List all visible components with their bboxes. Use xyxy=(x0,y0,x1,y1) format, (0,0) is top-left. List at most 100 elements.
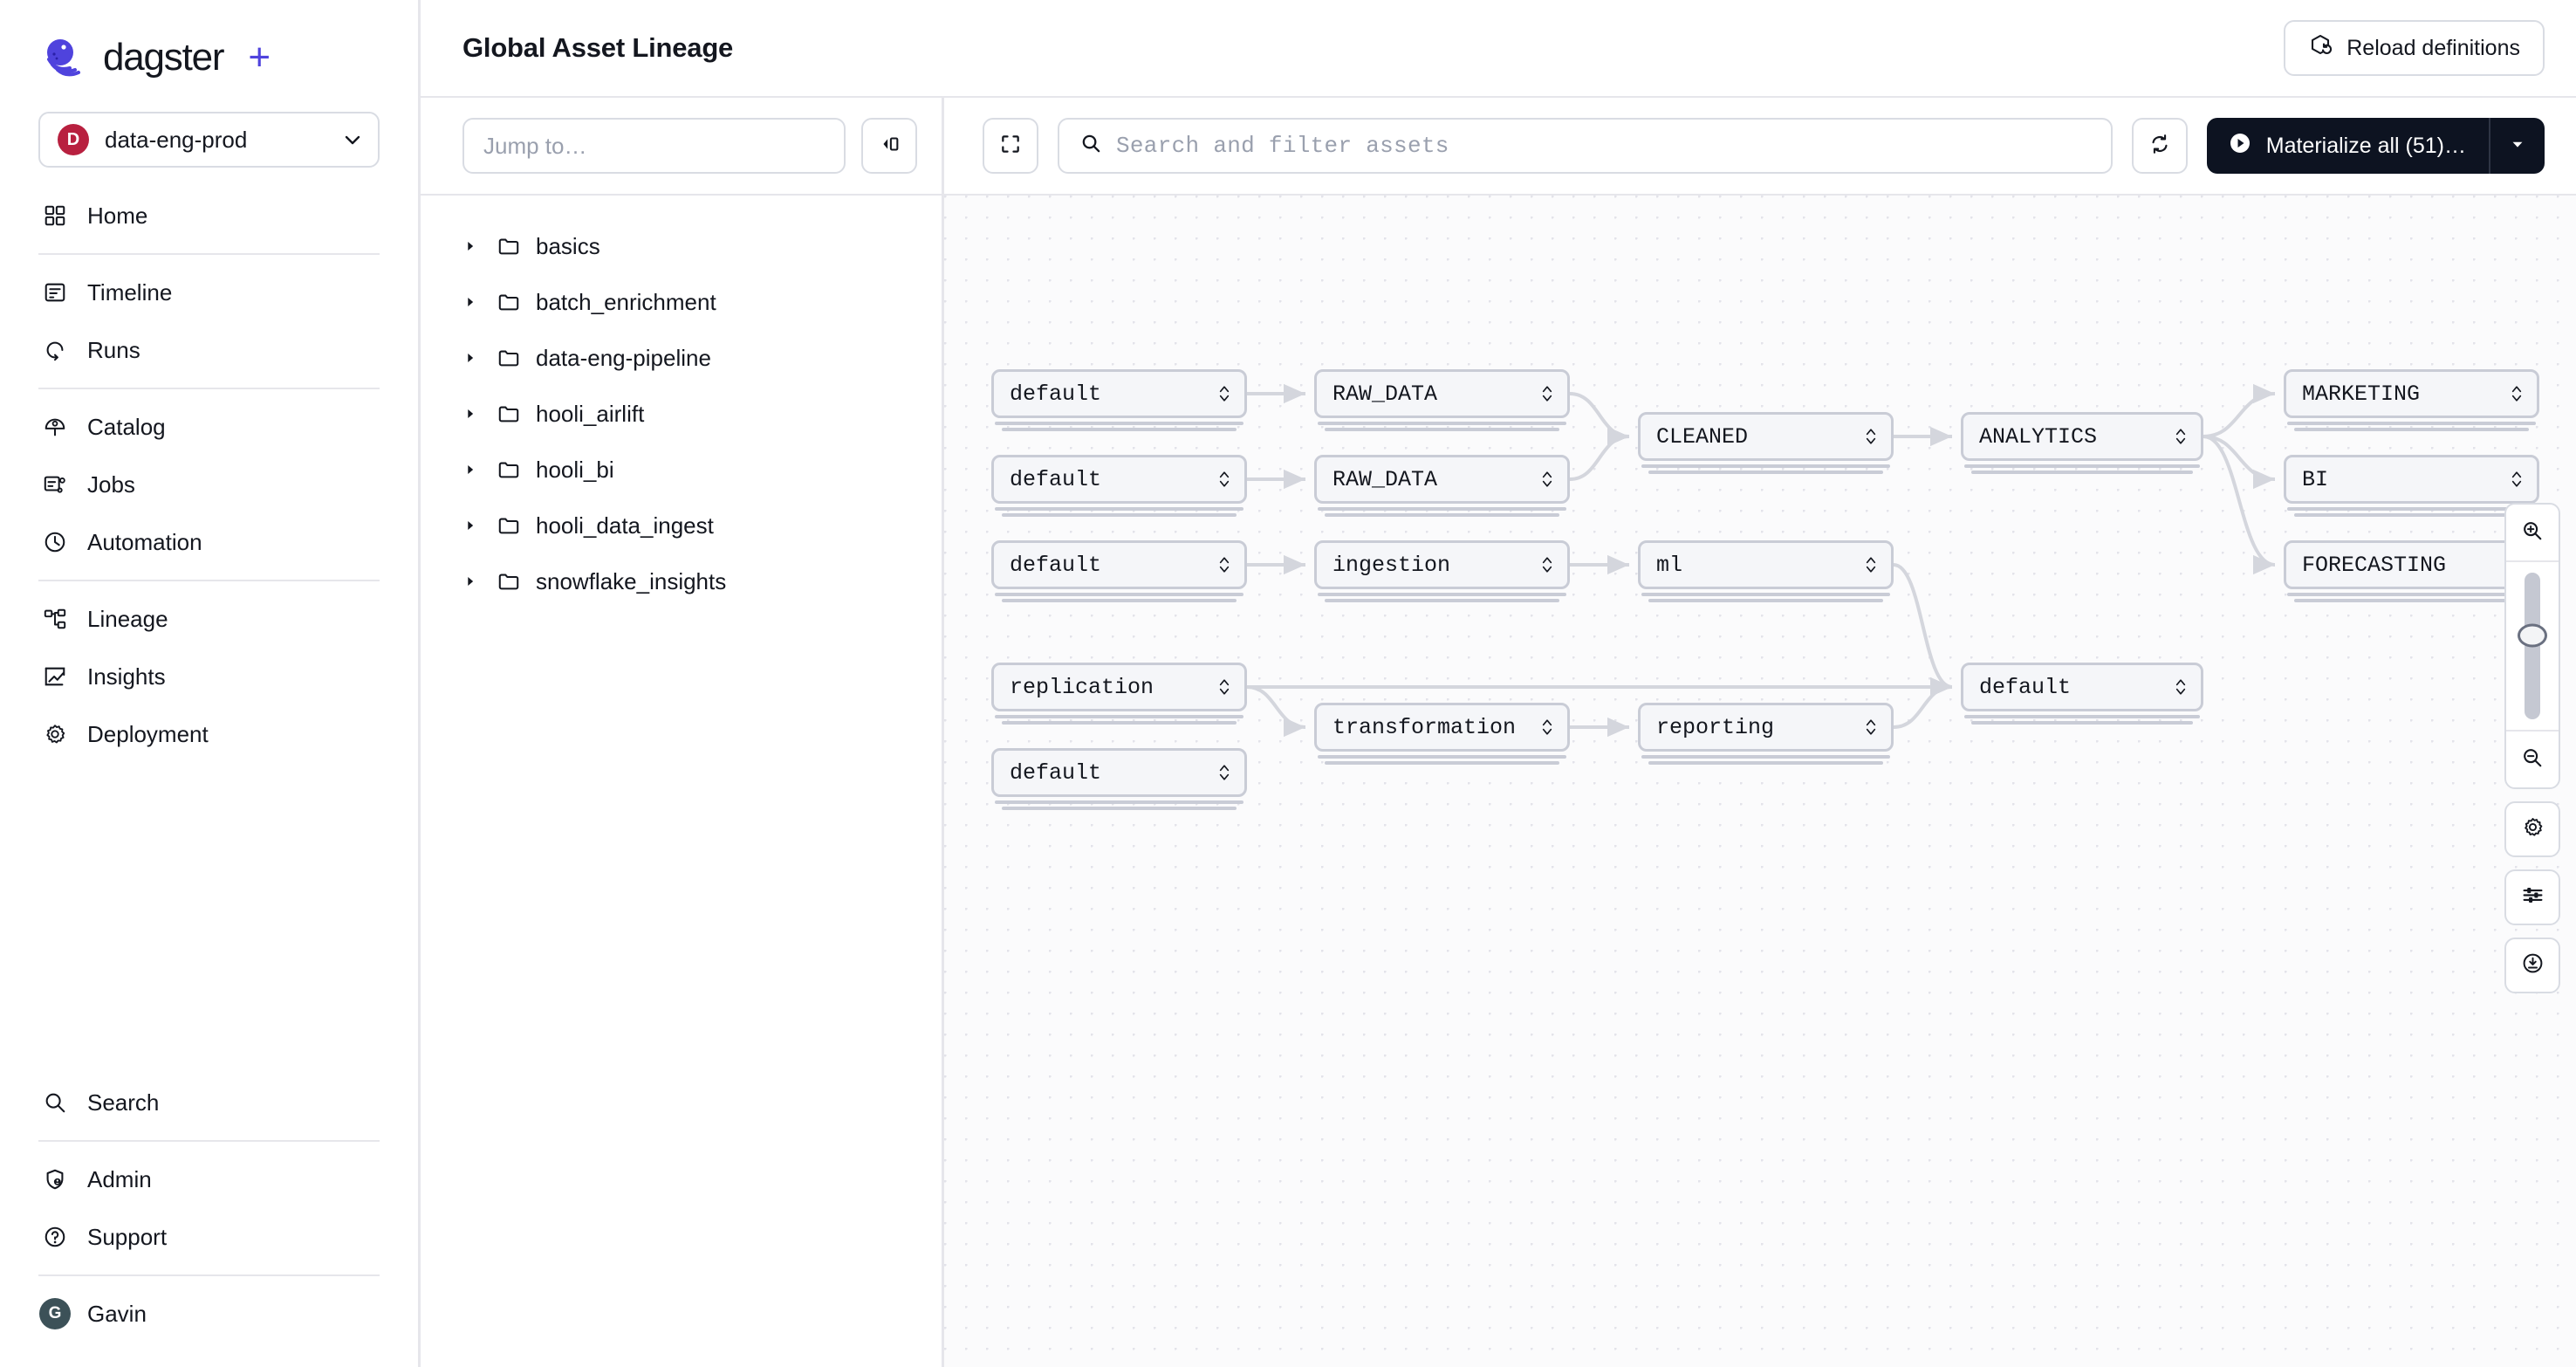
stepper-updown-icon[interactable] xyxy=(2173,425,2189,448)
sidebar-item-timeline[interactable]: Timeline xyxy=(38,264,380,321)
graph-settings-button[interactable] xyxy=(2504,801,2560,857)
caret-right-icon[interactable] xyxy=(462,574,497,589)
caret-right-icon[interactable] xyxy=(462,406,497,422)
sidebar-item-lineage[interactable]: Lineage xyxy=(38,590,380,648)
sidebar-item-support[interactable]: Support xyxy=(38,1208,380,1266)
materialize-all-main[interactable]: Materialize all (51)… xyxy=(2207,118,2490,174)
zoom-slider-thumb[interactable] xyxy=(2518,623,2547,648)
question-circle-icon xyxy=(42,1224,68,1250)
materialize-all-button[interactable]: Materialize all (51)… xyxy=(2206,118,2545,174)
sidebar-item-insights[interactable]: Insights xyxy=(38,648,380,705)
asset-group-node[interactable]: FORECASTING xyxy=(2284,540,2539,589)
asset-group-node[interactable]: ANALYTICS xyxy=(1961,412,2203,461)
zoom-slider[interactable] xyxy=(2506,562,2559,730)
graph-download-button[interactable] xyxy=(2504,938,2560,993)
list-item[interactable]: snowflake_insights xyxy=(421,553,942,609)
sidebar-item-deployment[interactable]: Deployment xyxy=(38,705,380,763)
asset-group-node[interactable]: MARKETING xyxy=(2284,369,2539,418)
list-item[interactable]: basics xyxy=(421,218,942,274)
stepper-updown-icon[interactable] xyxy=(2509,468,2525,491)
asset-group-node[interactable]: default xyxy=(991,540,1247,589)
stepper-updown-icon[interactable] xyxy=(1863,425,1879,448)
collapse-panel-button[interactable] xyxy=(861,118,917,174)
asset-group-node[interactable]: default xyxy=(1961,663,2203,711)
stepper-updown-icon[interactable] xyxy=(2509,382,2525,405)
sidebar-item-label: Home xyxy=(87,202,148,229)
reload-definitions-button[interactable]: Reload definitions xyxy=(2284,20,2545,76)
sidebar-item-runs[interactable]: Runs xyxy=(38,321,380,379)
sidebar-item-automation[interactable]: Automation xyxy=(38,513,380,571)
node-stack-line xyxy=(2287,593,2536,596)
list-item[interactable]: batch_enrichment xyxy=(421,274,942,330)
stepper-updown-icon[interactable] xyxy=(1216,553,1232,576)
asset-group-node[interactable]: default xyxy=(991,369,1247,418)
brand[interactable]: dagster + xyxy=(0,0,418,108)
refresh-button[interactable] xyxy=(2131,118,2188,174)
zoom-in-button[interactable] xyxy=(2506,505,2559,560)
sidebar-item-admin[interactable]: Admin xyxy=(38,1151,380,1208)
caret-right-icon[interactable] xyxy=(462,462,497,477)
stepper-updown-icon[interactable] xyxy=(1216,676,1232,698)
stepper-updown-icon[interactable] xyxy=(2173,676,2189,698)
graph-filters-button[interactable] xyxy=(2504,869,2560,925)
caret-right-icon[interactable] xyxy=(462,518,497,533)
sidebar-item-user[interactable]: G Gavin xyxy=(38,1285,380,1343)
jump-to-input[interactable] xyxy=(462,118,846,174)
fullscreen-button[interactable] xyxy=(983,118,1038,174)
folder-icon xyxy=(497,347,536,369)
stepper-updown-icon[interactable] xyxy=(1216,468,1232,491)
caret-right-icon[interactable] xyxy=(462,294,497,310)
materialize-dropdown-button[interactable] xyxy=(2490,118,2545,174)
asset-group-node[interactable]: RAW_DATA xyxy=(1314,369,1570,418)
nav-group-analysis: Lineage Insights Deployment xyxy=(0,590,418,763)
node-stack-line xyxy=(1002,807,1237,810)
list-item[interactable]: data-eng-pipeline xyxy=(421,330,942,386)
node-stack-line xyxy=(995,800,1243,804)
sidebar-item-home[interactable]: Home xyxy=(38,187,380,244)
list-item[interactable]: hooli_bi xyxy=(421,442,942,498)
node-stack-line xyxy=(1325,599,1559,602)
caret-right-icon[interactable] xyxy=(462,350,497,366)
node-stack-line xyxy=(1318,507,1566,511)
stepper-updown-icon[interactable] xyxy=(1539,553,1555,576)
asset-group-node-label: CLEANED xyxy=(1656,423,1749,450)
sidebar-item-label: Admin xyxy=(87,1165,152,1192)
asset-group-node[interactable]: transformation xyxy=(1314,703,1570,752)
stepper-updown-icon[interactable] xyxy=(1539,716,1555,738)
zoom-slider-group xyxy=(2504,503,2560,789)
sidebar-item-label: Support xyxy=(87,1223,168,1250)
sidebar-item-search[interactable]: Search xyxy=(38,1074,380,1131)
lineage-graph-icon xyxy=(42,606,68,632)
grid-icon xyxy=(42,203,68,229)
asset-group-node[interactable]: ml xyxy=(1638,540,1894,589)
caret-right-icon[interactable] xyxy=(462,238,497,254)
stepper-updown-icon[interactable] xyxy=(1539,382,1555,405)
asset-group-node[interactable]: default xyxy=(991,748,1247,797)
asset-search-input[interactable]: Search and filter assets xyxy=(1058,118,2113,174)
asset-group-node-label: ml xyxy=(1656,552,1683,578)
stepper-updown-icon[interactable] xyxy=(1216,761,1232,784)
catalog-umbrella-icon xyxy=(42,414,68,440)
asset-group-node[interactable]: default xyxy=(991,455,1247,504)
stepper-updown-icon[interactable] xyxy=(1863,716,1879,738)
zoom-out-button[interactable] xyxy=(2506,732,2559,787)
sidebar-item-catalog[interactable]: Catalog xyxy=(38,398,380,456)
asset-group-node-label: RAW_DATA xyxy=(1333,466,1438,492)
nav-group-primary: Home xyxy=(0,187,418,244)
asset-group-node[interactable]: BI xyxy=(2284,455,2539,504)
stepper-updown-icon[interactable] xyxy=(1863,553,1879,576)
node-stack-line xyxy=(2294,428,2529,431)
sidebar-item-jobs[interactable]: Jobs xyxy=(38,456,380,513)
asset-group-node[interactable]: ingestion xyxy=(1314,540,1570,589)
asset-group-node[interactable]: replication xyxy=(991,663,1247,711)
stepper-updown-icon[interactable] xyxy=(1216,382,1232,405)
list-item[interactable]: hooli_data_ingest xyxy=(421,498,942,553)
stepper-updown-icon[interactable] xyxy=(1539,468,1555,491)
asset-group-node[interactable]: CLEANED xyxy=(1638,412,1894,461)
deployment-picker[interactable]: D data-eng-prod xyxy=(38,112,380,168)
list-item[interactable]: hooli_airlift xyxy=(421,386,942,442)
divider xyxy=(2506,730,2559,732)
asset-group-node[interactable]: reporting xyxy=(1638,703,1894,752)
asset-group-node[interactable]: RAW_DATA xyxy=(1314,455,1570,504)
